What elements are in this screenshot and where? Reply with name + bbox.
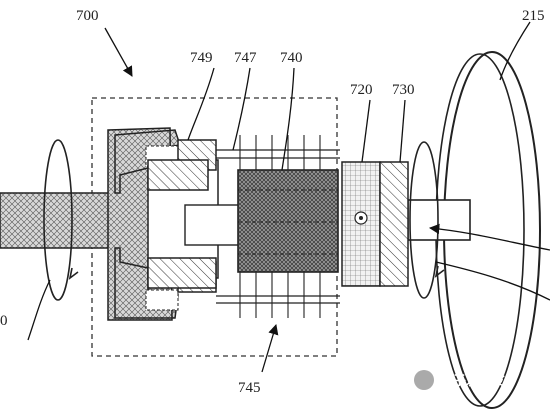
label-745: 745 (238, 380, 261, 396)
label-730: 730 (392, 82, 415, 98)
part-720-hole-inner (359, 216, 363, 220)
label-749: 749 (190, 50, 213, 66)
rotation-left (43, 139, 79, 301)
part-730 (379, 161, 409, 287)
label-747: 747 (234, 50, 257, 66)
label-740: 740 (280, 50, 303, 66)
label-215: 215 (522, 8, 545, 24)
input-shaft (0, 192, 116, 249)
part-749-inner-bottom (147, 257, 217, 289)
rods-747 (216, 149, 340, 304)
leader-lines (27, 21, 550, 373)
inner-shaft (184, 204, 246, 246)
output-shaft (407, 199, 471, 241)
label-0: 0 (0, 313, 8, 329)
rotation-right (409, 141, 445, 299)
part-749-inner-top (147, 159, 209, 191)
bearing-bottom (145, 289, 179, 311)
core-740 (237, 169, 339, 273)
label-720: 720 (350, 82, 373, 98)
watermark-logo: 电子发烧友 (414, 370, 505, 390)
label-700: 700 (76, 8, 99, 24)
watermark-text: 电子发烧友 (440, 373, 505, 389)
